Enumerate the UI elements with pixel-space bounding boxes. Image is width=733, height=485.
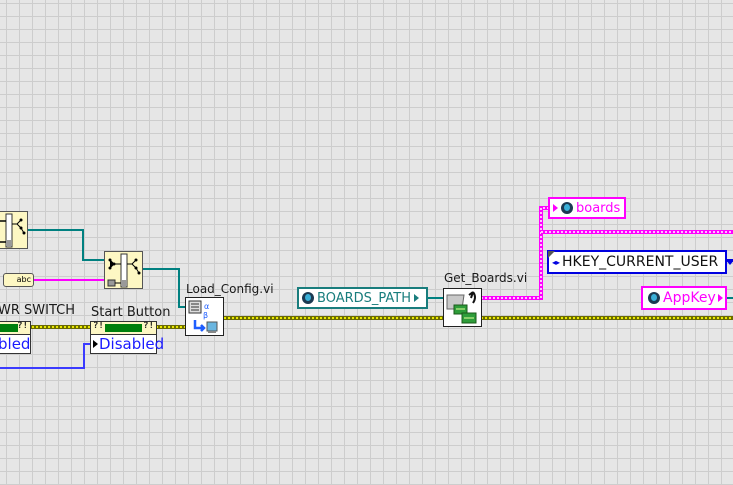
dropdown-arrow-icon[interactable] bbox=[725, 259, 733, 265]
boolean-indicator bbox=[0, 324, 18, 332]
start-button-label: Start Button bbox=[91, 305, 171, 320]
svg-text:α: α bbox=[204, 302, 209, 311]
start-button-control[interactable]: ?! ?! Disabled bbox=[90, 321, 164, 354]
globe-icon bbox=[302, 292, 314, 304]
cluster-wire[interactable] bbox=[28, 229, 733, 308]
pwr-switch-label: WR SWITCH bbox=[0, 303, 75, 318]
config-file-icon: α β bbox=[188, 300, 218, 333]
boards-text: boards bbox=[576, 200, 621, 216]
appkey-constant[interactable]: AppKey bbox=[641, 286, 727, 310]
enum-arrows-icon: ◂▸ bbox=[552, 257, 561, 267]
boards-path-text: BOARDS_PATH bbox=[317, 290, 411, 306]
globe-icon bbox=[561, 202, 573, 214]
pwr-switch-value: bled bbox=[0, 335, 31, 353]
output-terminal-arrow-icon bbox=[414, 294, 419, 302]
bundle-by-name-node-1[interactable] bbox=[0, 211, 28, 249]
hkey-text: HKEY_CURRENT_USER bbox=[562, 254, 719, 270]
enum-input-arrow-icon bbox=[93, 340, 98, 348]
error-badge: ?! bbox=[93, 321, 104, 331]
bundle-by-name-node-2[interactable] bbox=[104, 251, 143, 289]
svg-text:β: β bbox=[203, 311, 208, 320]
enum-increment-icon bbox=[548, 251, 555, 258]
bundle-by-name-icon bbox=[107, 253, 141, 288]
boards-folder-icon bbox=[446, 291, 477, 324]
input-terminal-arrow-icon bbox=[553, 204, 558, 212]
error-badge: ?! bbox=[17, 321, 28, 331]
error-badge: ?! bbox=[143, 321, 154, 331]
get-boards-subvi[interactable] bbox=[443, 288, 482, 327]
hkey-enum-constant[interactable]: ◂▸ HKEY_CURRENT_USER bbox=[547, 250, 733, 274]
load-config-label: Load_Config.vi bbox=[186, 282, 274, 296]
string-format-icon: abc bbox=[16, 275, 31, 284]
appkey-text: AppKey bbox=[663, 290, 716, 306]
start-button-value: Disabled bbox=[99, 335, 165, 353]
string-format-node[interactable]: abc bbox=[3, 273, 34, 287]
string-wire[interactable] bbox=[34, 206, 733, 300]
get-boards-label: Get_Boards.vi bbox=[444, 271, 528, 285]
boards-constant[interactable]: boards bbox=[548, 197, 626, 219]
pwr-switch-control[interactable]: ?! bled bbox=[0, 321, 31, 354]
boolean-indicator bbox=[105, 324, 142, 332]
boards-path-constant[interactable]: BOARDS_PATH bbox=[297, 287, 428, 309]
globe-icon bbox=[648, 292, 660, 304]
output-terminal-arrow-icon bbox=[717, 294, 723, 302]
load-config-subvi[interactable]: α β bbox=[185, 297, 224, 336]
bundle-by-name-icon bbox=[0, 213, 26, 248]
